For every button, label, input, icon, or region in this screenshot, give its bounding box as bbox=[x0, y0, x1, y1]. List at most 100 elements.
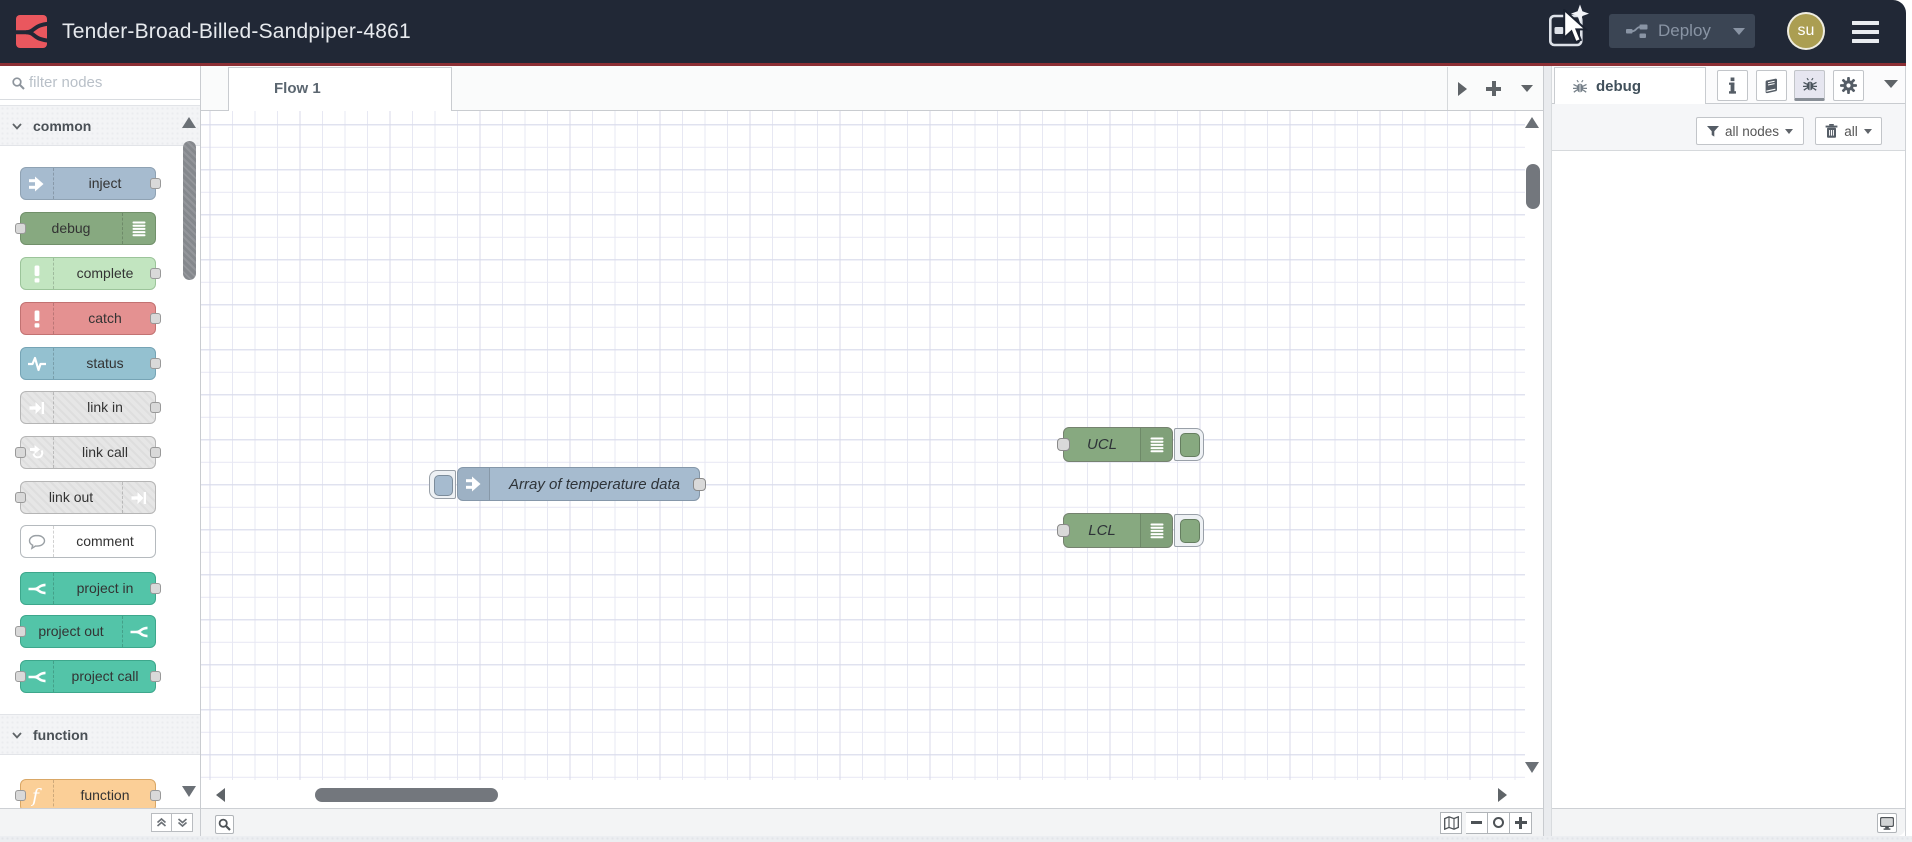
tabbar-controls bbox=[1447, 67, 1543, 110]
deploy-button[interactable]: Deploy bbox=[1609, 14, 1755, 48]
palette-scroll-up-button[interactable] bbox=[182, 117, 196, 128]
tab-flow-1[interactable]: Flow 1 bbox=[228, 67, 452, 111]
sidebar-resize-gutter[interactable] bbox=[1543, 66, 1552, 836]
flow-node-label: UCL bbox=[1086, 436, 1117, 453]
inject-button[interactable] bbox=[429, 470, 456, 499]
triangle-right-icon bbox=[1498, 788, 1507, 802]
inject-arrow-icon bbox=[458, 468, 490, 500]
flow-node-LCL[interactable]: LCL bbox=[1057, 513, 1173, 548]
triangle-up-icon bbox=[1525, 117, 1539, 128]
sidebar-config-button[interactable] bbox=[1832, 70, 1864, 101]
ff-logo-icon bbox=[21, 573, 54, 604]
node-output-port bbox=[150, 583, 161, 594]
sidebar-help-button[interactable] bbox=[1755, 70, 1787, 101]
sidebar-footer bbox=[1552, 808, 1905, 836]
palette-footer bbox=[0, 808, 200, 836]
canvas-v-scrollbar[interactable] bbox=[1525, 164, 1540, 209]
palette-node-label: project out bbox=[38, 623, 104, 639]
palette-footer-buttons bbox=[151, 813, 193, 832]
tab-debug[interactable]: debug bbox=[1554, 67, 1706, 104]
inject-arrow-icon bbox=[21, 168, 54, 199]
debug-toggle-button[interactable] bbox=[1174, 428, 1204, 461]
palette-expand-all-button[interactable] bbox=[172, 813, 193, 832]
zoom-out-button[interactable] bbox=[1466, 811, 1488, 834]
zoom-in-button[interactable] bbox=[1510, 811, 1532, 834]
user-avatar[interactable]: su bbox=[1787, 12, 1825, 50]
palette-collapse-all-button[interactable] bbox=[151, 813, 172, 832]
header-accent-line bbox=[0, 63, 1906, 66]
node-input-port bbox=[15, 223, 26, 234]
palette-node-label: comment bbox=[76, 533, 134, 549]
zoom-controls bbox=[1440, 811, 1532, 834]
plus-icon bbox=[1514, 816, 1527, 829]
palette-node-project-in[interactable]: project in bbox=[20, 572, 161, 605]
chevron-down-icon bbox=[1863, 128, 1872, 134]
flow-node-Array-of-temperature-data[interactable]: Array of temperature data bbox=[457, 467, 706, 501]
palette-node-label: project in bbox=[76, 580, 134, 596]
palette-node-link-out[interactable]: link out bbox=[15, 481, 156, 514]
palette-node-inject[interactable]: inject bbox=[20, 167, 161, 200]
node-input-port[interactable] bbox=[1057, 524, 1070, 537]
palette-category-common[interactable]: common bbox=[0, 105, 200, 146]
triangle-down-icon bbox=[182, 786, 196, 797]
sidebar-debug-button[interactable] bbox=[1794, 70, 1825, 101]
sidebar-tool-buttons bbox=[1717, 70, 1864, 101]
triangle-left-icon bbox=[216, 788, 225, 802]
palette-search-input[interactable]: filter nodes bbox=[0, 66, 200, 100]
flow-node-label: Array of temperature data bbox=[509, 475, 680, 493]
palette-category-label: common bbox=[33, 117, 92, 134]
palette-node-catch[interactable]: catch bbox=[20, 302, 161, 335]
canvas-scroll-left-button[interactable] bbox=[216, 788, 225, 802]
palette-node-label: inject bbox=[88, 175, 122, 191]
palette-node-debug[interactable]: debug bbox=[15, 212, 156, 245]
chevron-down-icon bbox=[12, 122, 22, 130]
canvas-scroll-up-button[interactable] bbox=[1525, 117, 1539, 128]
canvas-grid[interactable] bbox=[201, 111, 1525, 780]
add-flow-button[interactable] bbox=[1486, 81, 1502, 96]
trash-icon bbox=[1825, 124, 1838, 138]
node-output-port bbox=[150, 402, 161, 413]
palette-category-function[interactable]: function bbox=[0, 714, 200, 755]
palette-node-project-out[interactable]: project out bbox=[15, 615, 156, 648]
flow-list-button[interactable] bbox=[1521, 85, 1534, 92]
palette-node-complete[interactable]: complete bbox=[20, 257, 161, 290]
search-icon bbox=[12, 77, 25, 90]
canvas-h-scrollbar[interactable] bbox=[315, 788, 498, 802]
palette-node-label: status bbox=[86, 355, 124, 371]
workspace-search-button[interactable] bbox=[215, 815, 234, 834]
palette-node-project-call[interactable]: project call bbox=[15, 660, 161, 693]
main-menu-button[interactable] bbox=[1852, 21, 1879, 43]
palette-node-status[interactable]: status bbox=[20, 347, 161, 380]
debug-messages-panel bbox=[1552, 151, 1905, 808]
palette-scroll-down-button[interactable] bbox=[182, 786, 196, 797]
canvas-scroll-right-button[interactable] bbox=[1498, 788, 1507, 802]
flowfuse-logo-icon bbox=[16, 15, 47, 48]
node-output-port[interactable] bbox=[693, 477, 706, 491]
node-input-port bbox=[15, 626, 26, 637]
minus-icon bbox=[1471, 820, 1482, 825]
debug-filter-button[interactable]: all nodes bbox=[1696, 117, 1804, 145]
double-chevron-up-icon bbox=[156, 817, 167, 827]
debug-toggle-button[interactable] bbox=[1174, 514, 1204, 547]
chevron-down-icon bbox=[1884, 80, 1898, 88]
navigator-toggle-button[interactable] bbox=[1440, 811, 1462, 834]
deploy-options-button[interactable] bbox=[1723, 27, 1755, 35]
flow-node-UCL[interactable]: UCL bbox=[1057, 427, 1173, 462]
zoom-reset-button[interactable] bbox=[1488, 811, 1510, 834]
scroll-tabs-right-button[interactable] bbox=[1457, 81, 1467, 96]
open-debug-window-button[interactable] bbox=[1877, 813, 1897, 833]
node-input-port[interactable] bbox=[1057, 438, 1070, 451]
node-output-port bbox=[150, 178, 161, 189]
palette-node-link-call[interactable]: link call bbox=[15, 436, 161, 469]
sidebar-expand-button[interactable] bbox=[1884, 80, 1898, 88]
canvas-scroll-down-button[interactable] bbox=[1525, 762, 1539, 773]
debug-clear-button[interactable]: all bbox=[1815, 117, 1882, 145]
exclamation-icon bbox=[21, 258, 54, 289]
palette-scrollbar[interactable] bbox=[183, 141, 196, 280]
palette-node-link-in[interactable]: link in bbox=[20, 391, 161, 424]
node-output-port bbox=[150, 671, 161, 682]
search-icon bbox=[218, 818, 231, 831]
palette-node-comment[interactable]: comment bbox=[20, 525, 156, 558]
sidebar-info-button[interactable] bbox=[1717, 70, 1748, 101]
